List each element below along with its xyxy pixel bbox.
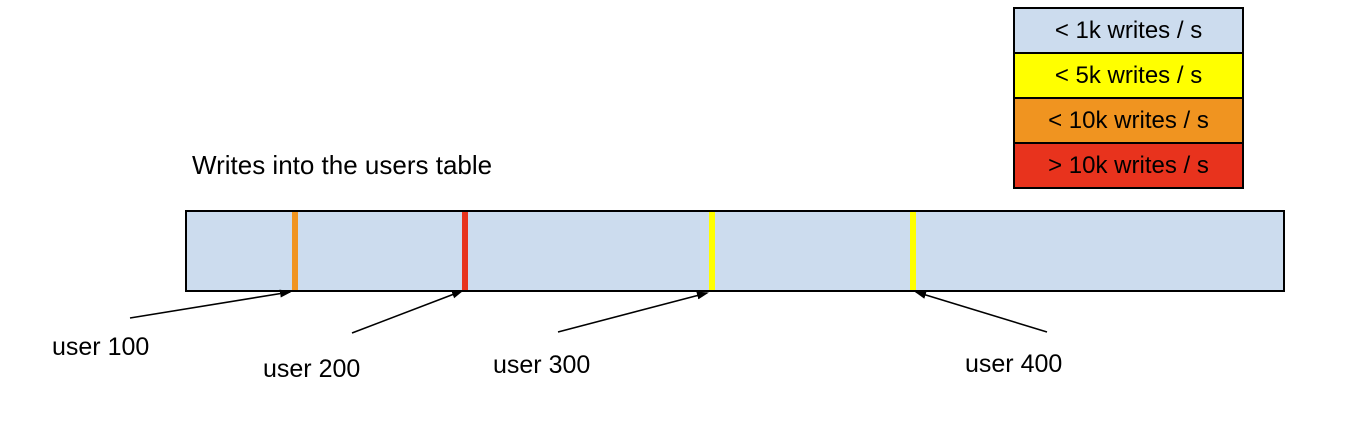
arrow-user-300 <box>557 291 709 333</box>
label-user-300: user 300 <box>493 351 591 379</box>
arrow-user-100 <box>129 289 292 319</box>
label-user-200: user 200 <box>263 355 361 383</box>
legend-item-gt-10k: > 10k writes / s <box>1013 142 1244 189</box>
legend-item-lt-1k: < 1k writes / s <box>1013 7 1244 54</box>
label-user-100: user 100 <box>52 333 150 361</box>
legend: < 1k writes / s < 5k writes / s < 10k wr… <box>1013 7 1244 189</box>
label-user-400: user 400 <box>965 350 1063 378</box>
diagram-title: Writes into the users table <box>192 150 493 180</box>
legend-item-lt-10k: < 10k writes / s <box>1013 97 1244 144</box>
arrow-user-200 <box>351 290 464 334</box>
arrow-user-400 <box>914 291 1048 333</box>
marker-user-100 <box>292 212 298 290</box>
users-table-band <box>185 210 1285 292</box>
marker-user-200 <box>462 212 468 290</box>
marker-user-300 <box>709 212 715 290</box>
legend-item-lt-5k: < 5k writes / s <box>1013 52 1244 99</box>
marker-user-400 <box>910 212 916 290</box>
